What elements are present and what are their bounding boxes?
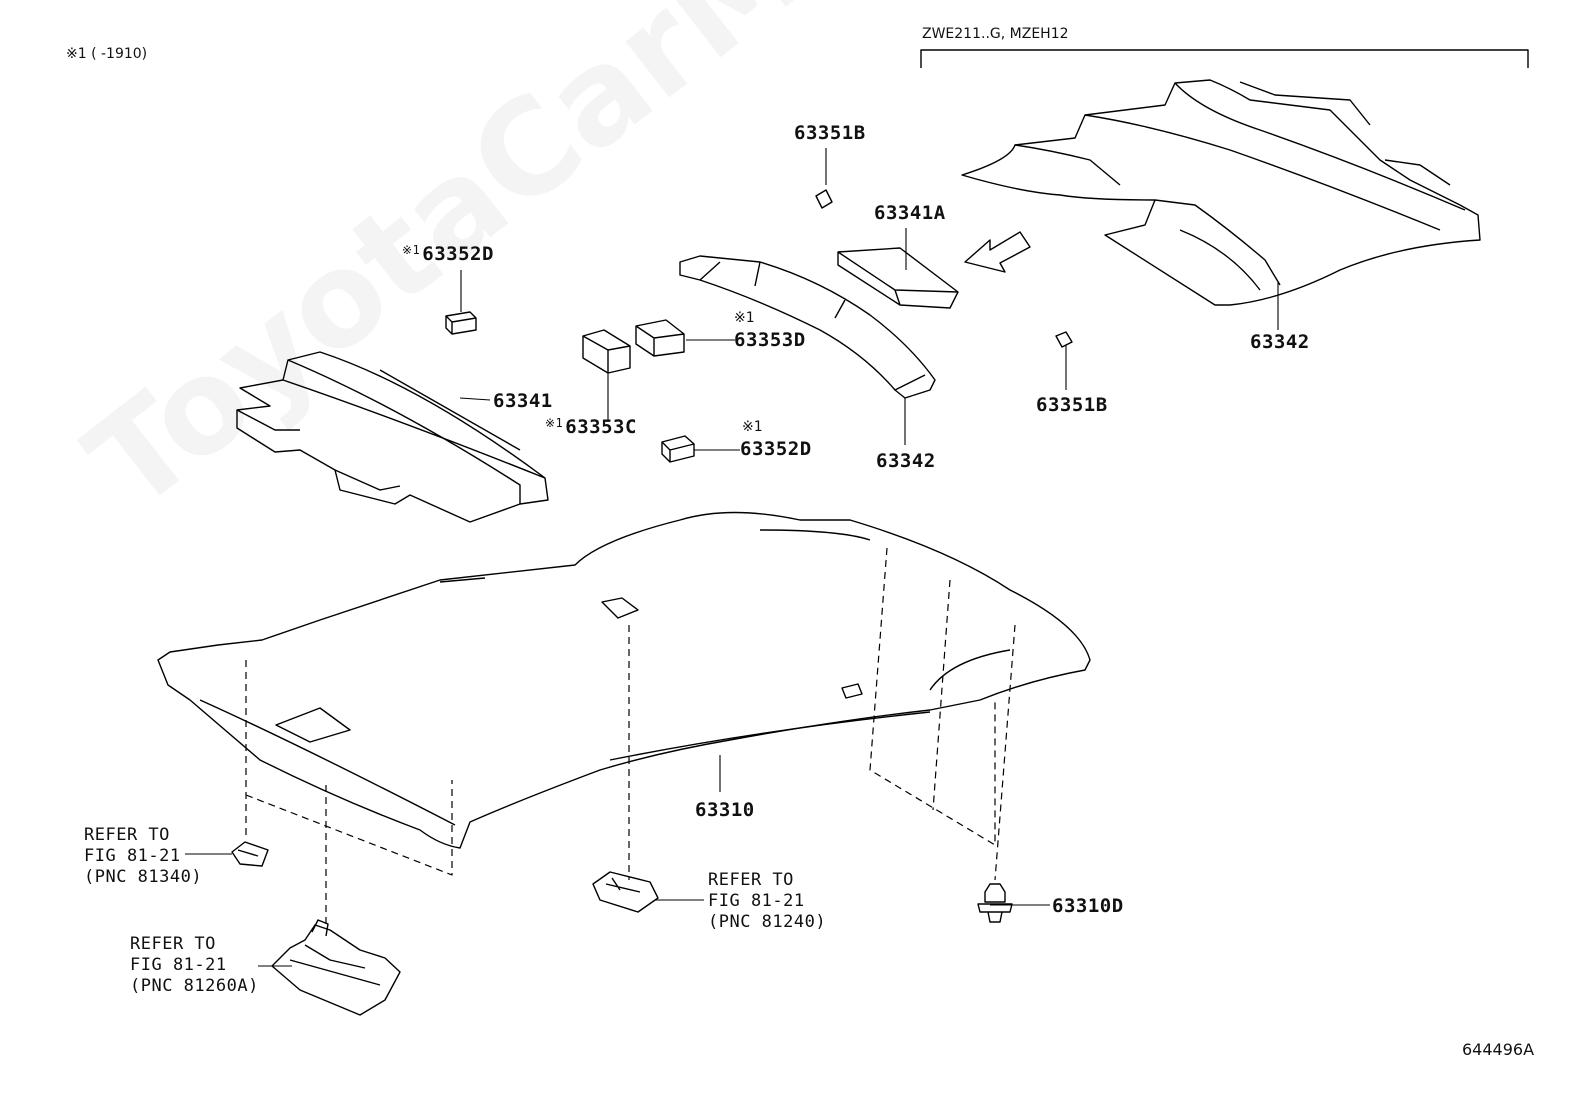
callout-63341: 63341 xyxy=(493,390,553,412)
ref-part-81260A-console xyxy=(271,919,401,1016)
part-63341A-pad xyxy=(837,247,959,309)
part-63351B-clip-top xyxy=(815,189,833,209)
footnote-mark: ※1 xyxy=(545,416,564,430)
ref-part-81240-lamp xyxy=(592,871,659,913)
part-63341-pad xyxy=(236,351,549,523)
part-63353D-block xyxy=(635,319,685,357)
part-63310-headliner xyxy=(157,511,1091,849)
callout-63351B-right: 63351B xyxy=(1036,394,1108,416)
callout-63351B-top: 63351B xyxy=(794,122,866,144)
part-63352D-block-top xyxy=(445,311,477,335)
callout-63310: 63310 xyxy=(695,799,755,821)
reference-pnc-81260A: REFER TO FIG 81-21 (PNC 81260A) xyxy=(130,934,259,996)
part-63352D-block-bottom xyxy=(661,435,695,463)
callout-63310D: 63310D xyxy=(1052,895,1124,917)
leader-lines xyxy=(185,148,1279,967)
part-63310D-clip xyxy=(977,883,1013,923)
callout-63353D: 63353D xyxy=(734,329,806,351)
callout-63342-rear: 63342 xyxy=(1250,331,1310,353)
variant-bracket xyxy=(920,49,1529,68)
footnote-range: ※1 ( -1910) xyxy=(66,46,148,62)
part-63353C-block xyxy=(582,329,631,374)
callout-63341A: 63341A xyxy=(874,202,946,224)
reference-pnc-81240: REFER TO FIG 81-21 (PNC 81240) xyxy=(708,870,827,932)
part-63351B-clip-right xyxy=(1055,331,1073,348)
footnote-mark: ※1 xyxy=(402,243,421,257)
callout-63342-bar: 63342 xyxy=(876,450,936,472)
variant-label: ZWE211..G, MZEH12 xyxy=(922,26,1069,42)
direction-arrow xyxy=(964,231,1031,273)
part-63342-bar xyxy=(679,255,936,399)
diagram-code: 644496A xyxy=(1462,1040,1535,1059)
ref-part-81340-lamp xyxy=(231,841,269,867)
reference-pnc-81340: REFER TO FIG 81-21 (PNC 81340) xyxy=(84,825,203,887)
callout-63353D-mark: ※1 xyxy=(734,310,755,326)
callout-63352D-bottom: 63352D xyxy=(740,438,812,460)
assembly-guide-lines xyxy=(245,547,1016,925)
callout-63352D-bottom-mark: ※1 xyxy=(742,419,763,435)
part-63342-rear-pad xyxy=(961,79,1481,306)
